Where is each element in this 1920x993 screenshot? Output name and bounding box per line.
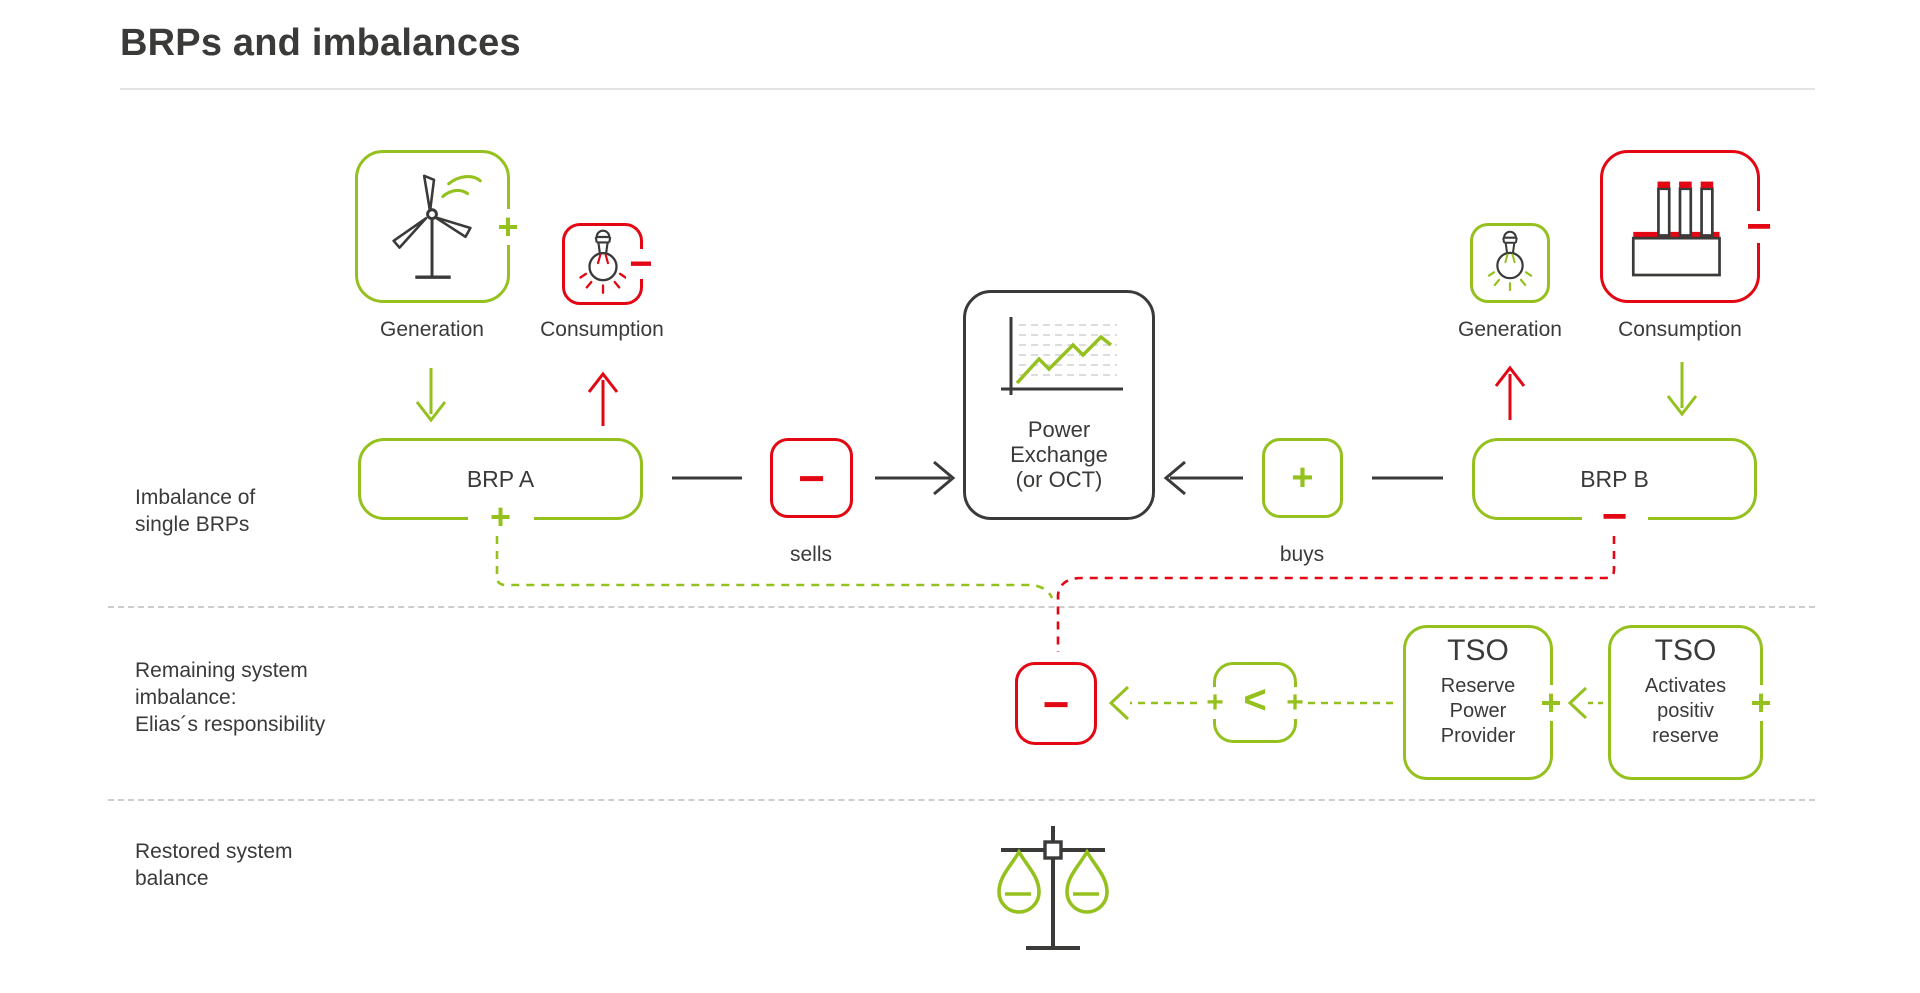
remaining-label-line2: imbalance: (135, 686, 237, 709)
restored-label-line1: Restored system (135, 840, 293, 863)
comparison-left-plus-sign: + (1199, 686, 1231, 719)
tso-activation-line1: Activates (1644, 675, 1727, 697)
generation-a-plus-sign: + (490, 208, 526, 245)
factory-icon (1631, 181, 1721, 277)
restored-label-line2: balance (135, 867, 209, 890)
arrow-up-icon (1494, 365, 1526, 420)
section-separator-1 (108, 606, 1815, 608)
tso-reserve-label: Reserve Power Provider (1441, 674, 1515, 749)
arrow-down-icon (415, 368, 447, 423)
title-divider (120, 88, 1815, 90)
sells-minus-sign: − (798, 452, 825, 504)
tso-reserve-line1: Reserve (1440, 675, 1516, 697)
imbalance-section-label-line2: single BRPs (135, 513, 250, 536)
tso-reserve-title: TSO (1447, 634, 1509, 667)
brp-b-imbalance-minus-sign: − (1581, 495, 1648, 539)
page-title: BRPs and imbalances (120, 22, 521, 64)
imbalance-section-label-line1: Imbalance of (135, 486, 256, 509)
wind-turbine-icon (391, 174, 482, 279)
light-bulb-icon (1487, 230, 1533, 292)
brp-b-box: BRP B − (1472, 438, 1757, 539)
remaining-label-line3: Elias´s responsibility (135, 713, 326, 736)
power-exchange-label-line2: Exchange (1010, 442, 1108, 467)
power-exchange-label: Power Exchange (or OCT) (1010, 417, 1108, 492)
generation-b-label: Generation (1458, 318, 1562, 341)
generation-b-box (1470, 223, 1550, 303)
buys-plus-sign: + (1291, 457, 1314, 499)
arrow-down-icon (1666, 362, 1698, 417)
tso-activation-plus-sign: + (1743, 684, 1779, 721)
tso-reserve-line2: Power (1449, 700, 1507, 722)
consumption-a-box: − (562, 223, 656, 305)
consumption-b-minus-sign: − (1742, 204, 1776, 248)
sells-box: − (770, 438, 853, 518)
consumption-b-box: − (1600, 150, 1776, 303)
buys-box: + (1262, 438, 1343, 518)
balance-scale-icon (997, 826, 1109, 950)
consumption-a-minus-sign: − (626, 244, 656, 284)
buys-label: buys (1279, 543, 1325, 566)
restored-balance-section-label: Restored system balance (135, 838, 293, 892)
power-exchange-label-line1: Power (1027, 417, 1091, 442)
brp-b-label: BRP B (1580, 465, 1649, 492)
imbalance-section-label: Imbalance of single BRPs (135, 484, 255, 538)
consumption-a-label: Consumption (540, 318, 664, 341)
system-imbalance-box: − (1015, 662, 1097, 745)
power-exchange-label-line3: (or OCT) (1015, 467, 1103, 492)
brp-a-imbalance-plus-sign: + (467, 499, 534, 535)
tso-activation-title: TSO (1654, 634, 1717, 667)
less-than-sign: < (1243, 678, 1267, 722)
tso-reserve-plus-sign: + (1533, 684, 1569, 721)
tso-activation-label: Activates positiv reserve (1645, 674, 1726, 749)
tso-activation-line3: reserve (1652, 725, 1719, 747)
imbalance-comparison-box: + < + (1199, 662, 1311, 743)
tso-reserve-box: TSO Reserve Power Provider + (1403, 625, 1569, 780)
comparison-right-plus-sign: + (1279, 686, 1311, 719)
tso-activation-line2: positiv (1657, 700, 1714, 722)
generation-a-label: Generation (380, 318, 484, 341)
arrow-up-icon (587, 371, 619, 426)
section-separator-2 (108, 799, 1815, 801)
remaining-label-line1: Remaining system (135, 659, 308, 682)
tso-reserve-line3: Provider (1440, 725, 1516, 747)
consumption-b-label: Consumption (1618, 318, 1742, 341)
remaining-imbalance-section-label: Remaining system imbalance: Elias´s resp… (135, 657, 325, 738)
light-bulb-icon (578, 229, 627, 294)
system-imbalance-minus-sign: − (1042, 677, 1070, 730)
price-chart-icon (1001, 317, 1123, 395)
tso-activation-box: TSO Activates positiv reserve + (1608, 625, 1779, 780)
generation-a-box: + (355, 150, 526, 303)
brp-a-label: BRP A (466, 465, 535, 492)
power-exchange-box: Power Exchange (or OCT) (963, 290, 1155, 520)
sells-label: sells (789, 543, 832, 566)
brp-a-box: BRP A + (358, 438, 643, 535)
